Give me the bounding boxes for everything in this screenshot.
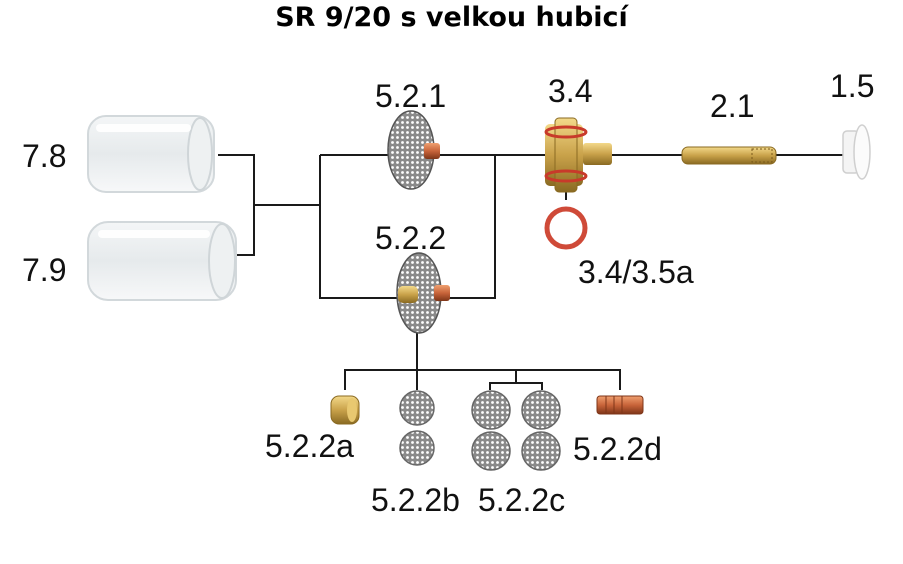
label-2-1: 2.1 [710,88,755,124]
label-7-8: 7.8 [22,138,67,174]
label-5-2-2c: 5.2.2c [478,482,566,518]
nut-5-2-2a [330,395,360,425]
diagram-title: SR 9/20 s velkou hubicí [275,2,628,33]
collet-2-1 [681,146,777,165]
label-7-9: 7.9 [22,252,67,288]
label-5-2-1: 5.2.1 [375,78,447,114]
label-5-2-2b: 5.2.2b [371,482,460,518]
label-5-2-2a: 5.2.2a [265,428,354,464]
gas-lens-5-2-1 [387,110,440,190]
label-5-2-2: 5.2.2 [375,220,447,256]
label-3-4: 3.4 [548,73,593,109]
o-ring-3-4-3-5a [544,206,588,250]
glass-cup-7-8 [87,115,215,193]
glass-cup-7-9 [87,221,237,301]
label-5-2-2d: 5.2.2d [573,431,662,467]
mesh-discs-5-2-2b [399,390,435,466]
gas-lens-5-2-2 [396,252,450,334]
label-1-5: 1.5 [830,68,875,104]
collet-body-3-4 [544,117,612,193]
screw-5-2-2d [596,395,644,415]
insulator-1-5 [842,124,871,180]
mesh-discs-5-2-2c [471,390,561,471]
label-3-4-3-5a: 3.4/3.5a [578,254,694,290]
connector-lines [218,154,843,390]
